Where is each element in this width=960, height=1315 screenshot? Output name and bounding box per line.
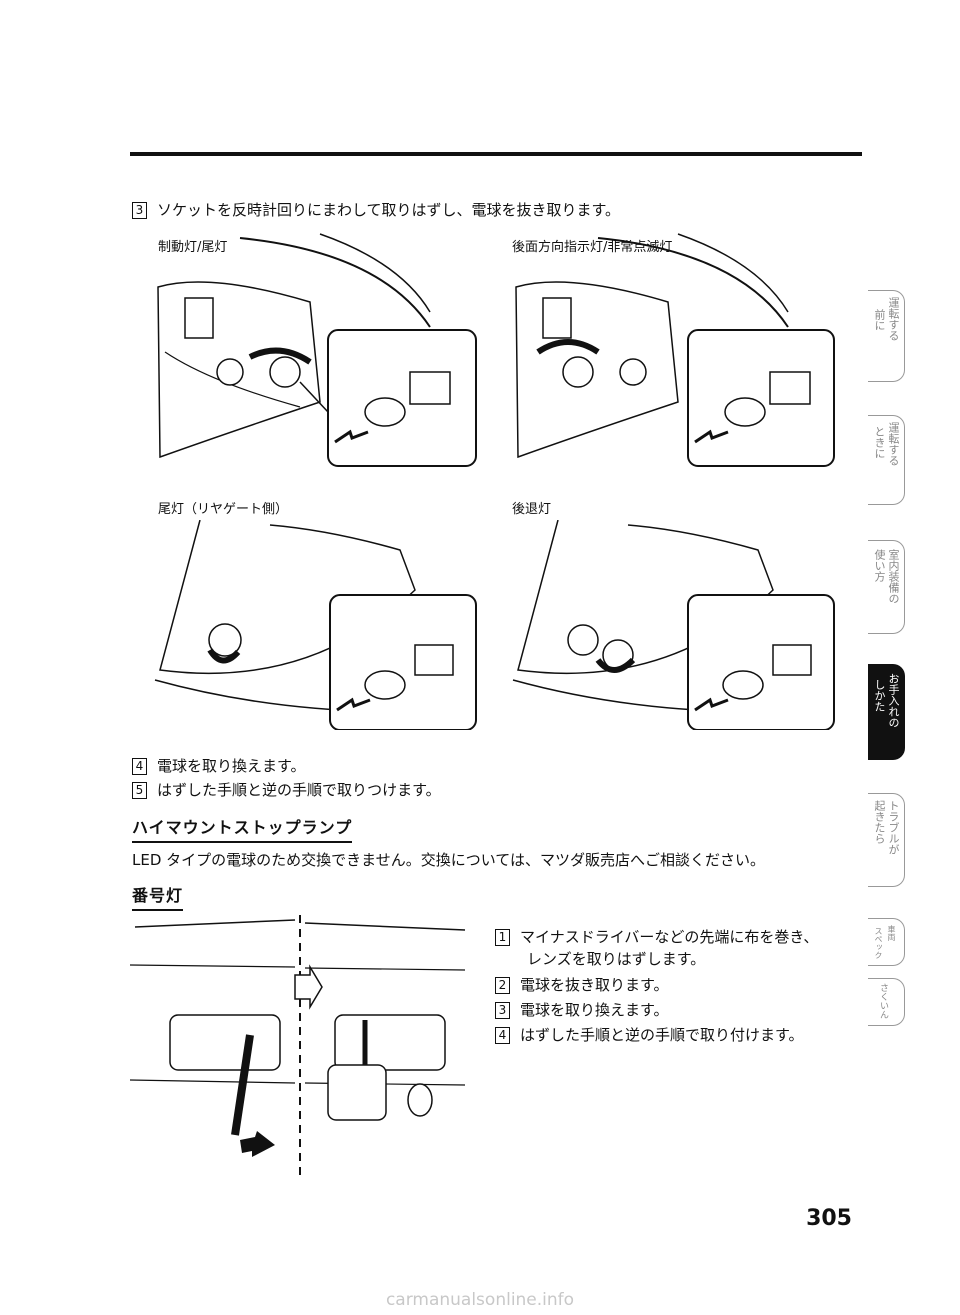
license-step-2: 2 電球を抜き取ります。 [495,974,669,996]
illustration-reverse-lamp [512,520,835,730]
side-tab-index[interactable]: さくいん [868,978,905,1026]
side-tab-label: スペック [874,927,883,959]
step-text: 電球を抜き取ります。 [520,976,669,994]
license-step-3: 3 電球を取り換えます。 [495,999,669,1021]
illustration-turn-hazard-lamp [515,233,835,467]
side-tab-label: ときに [873,426,886,459]
license-step-1: 1 マイナスドライバーなどの先端に布を巻き、 [495,926,818,948]
step-number: 4 [132,758,147,775]
side-tab-label: 使い方 [873,549,886,582]
step-number: 4 [495,1027,510,1044]
step-text: 電球を取り換えます。 [157,757,306,775]
illustration-tail-lamp-liftgate [154,520,477,730]
step-number: 1 [495,929,510,946]
step-4: 4 電球を取り換えます。 [132,755,306,777]
high-mount-stop-lamp-text: LED タイプの電球のため交換できません。交換については、マツダ販売店へご相談く… [132,851,765,869]
figure-caption-reverse: 後退灯 [512,502,552,517]
step-3: 3 ソケットを反時計回りにまわして取りはずし、電球を抜き取ります。 [132,199,620,221]
side-tab-label: 運転する [887,297,900,341]
step-5: 5 はずした手順と逆の手順で取りつけます。 [132,779,441,801]
side-tab-maintenance[interactable]: お手入れの しかた [868,664,905,760]
side-tab-label: トラブルが [887,800,900,855]
license-step-4: 4 はずした手順と逆の手順で取り付けます。 [495,1024,804,1046]
step-number: 3 [132,202,147,219]
step-text: はずした手順と逆の手順で取りつけます。 [157,781,441,799]
illustration-brake-tail-lamp [157,233,477,467]
step-text: はずした手順と逆の手順で取り付けます。 [520,1026,804,1044]
side-tab-vehicle-specs[interactable]: 車両 スペック [868,918,905,966]
side-tab-while-driving[interactable]: 運転する ときに [868,415,905,505]
section-heading-high-mount-stop-lamp: ハイマウントストップランプ [132,814,353,843]
figure-caption-turn-hazard: 後面方向指示灯/非常点滅灯 [512,240,673,255]
side-tab-label: お手入れの [887,673,900,728]
side-tab-label: 運転する [887,422,900,466]
side-tab-label: 室内装備の [887,549,900,604]
step-number: 2 [495,977,510,994]
figure-caption-tail-liftgate: 尾灯（リヤゲート側） [158,502,289,517]
illustration-license-lamp [130,915,466,1175]
step-number: 3 [495,1002,510,1019]
header-rule [130,152,862,156]
step-text: マイナスドライバーなどの先端に布を巻き、 [520,928,819,946]
side-tab-label: さくいん [878,983,888,1019]
side-tab-label: 前に [873,309,886,331]
side-tab-troubleshooting[interactable]: トラブルが 起きたら [868,793,905,887]
step-number: 5 [132,782,147,799]
figure-caption-brake-tail: 制動灯/尾灯 [158,240,228,255]
watermark: carmanualsonline.info [385,1290,575,1310]
side-tab-label: 車両 [887,925,896,941]
section-heading-license-lamp: 番号灯 [132,882,184,911]
side-tab-before-driving[interactable]: 運転する 前に [868,290,905,382]
page-number: 305 [806,1206,852,1231]
side-tab-label: 起きたら [873,800,886,844]
step-text: ソケットを反時計回りにまわして取りはずし、電球を抜き取ります。 [157,201,621,219]
side-tab-label: しかた [873,679,886,712]
side-tab-interior-equipment[interactable]: 室内装備の 使い方 [868,540,905,634]
license-step-1-continued: レンズを取りはずします。 [527,950,706,968]
step-text: 電球を取り換えます。 [520,1001,669,1019]
